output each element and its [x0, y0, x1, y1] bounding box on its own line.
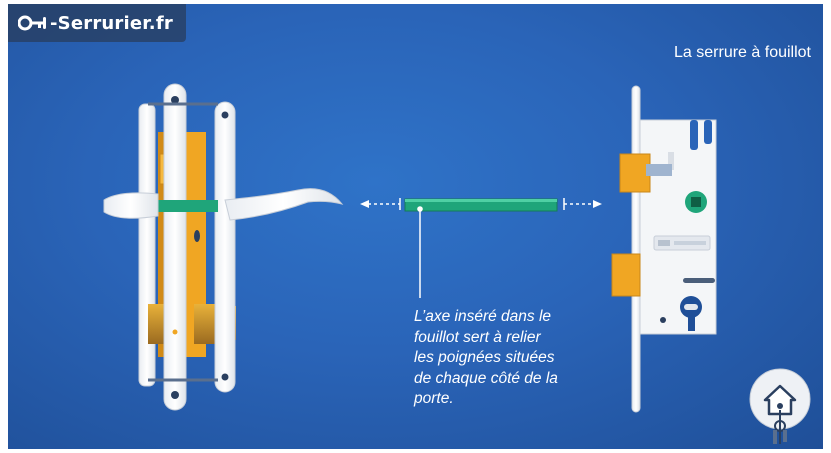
- key-logo-icon: [18, 15, 46, 31]
- diagram-canvas: -Serrurier.fr La serrure à fouillot L’ax…: [8, 4, 823, 449]
- mortise-lock-front-view: [611, 85, 717, 413]
- brand-logo[interactable]: -Serrurier.fr: [8, 4, 186, 42]
- caption-line: porte.: [414, 390, 454, 407]
- lock-illustration: [103, 83, 717, 413]
- cylinder-right: [194, 304, 216, 344]
- caption-line: L’axe inséré dans le: [414, 308, 552, 325]
- caption-line: les poignées situées: [414, 349, 555, 366]
- arrow-right-icon: [593, 200, 602, 208]
- dead-bolt: [611, 253, 641, 297]
- handle-outer: [224, 188, 344, 221]
- brand-name: -Serrurier.fr: [50, 12, 173, 34]
- caption: L’axe inséré dans le fouillot sert à rel…: [414, 307, 594, 410]
- lock-body: [639, 119, 717, 335]
- outer-plate: [214, 101, 236, 393]
- house-key-icon[interactable]: [747, 366, 813, 449]
- diagram-title: La serrure à fouillot: [674, 44, 811, 61]
- latch-bolt: [619, 153, 651, 193]
- handle-assembly-side-view: [103, 83, 344, 411]
- front-plate: [163, 83, 187, 411]
- caption-line: de chaque côté de la: [414, 369, 558, 387]
- spindle-in-handle: [148, 200, 218, 212]
- handle-inner: [103, 192, 159, 219]
- arrow-left-icon: [360, 200, 369, 208]
- caption-line: fouillot sert à relier: [414, 328, 541, 346]
- spindle-axis-detail: [360, 198, 602, 298]
- lock-faceplate: [631, 85, 641, 413]
